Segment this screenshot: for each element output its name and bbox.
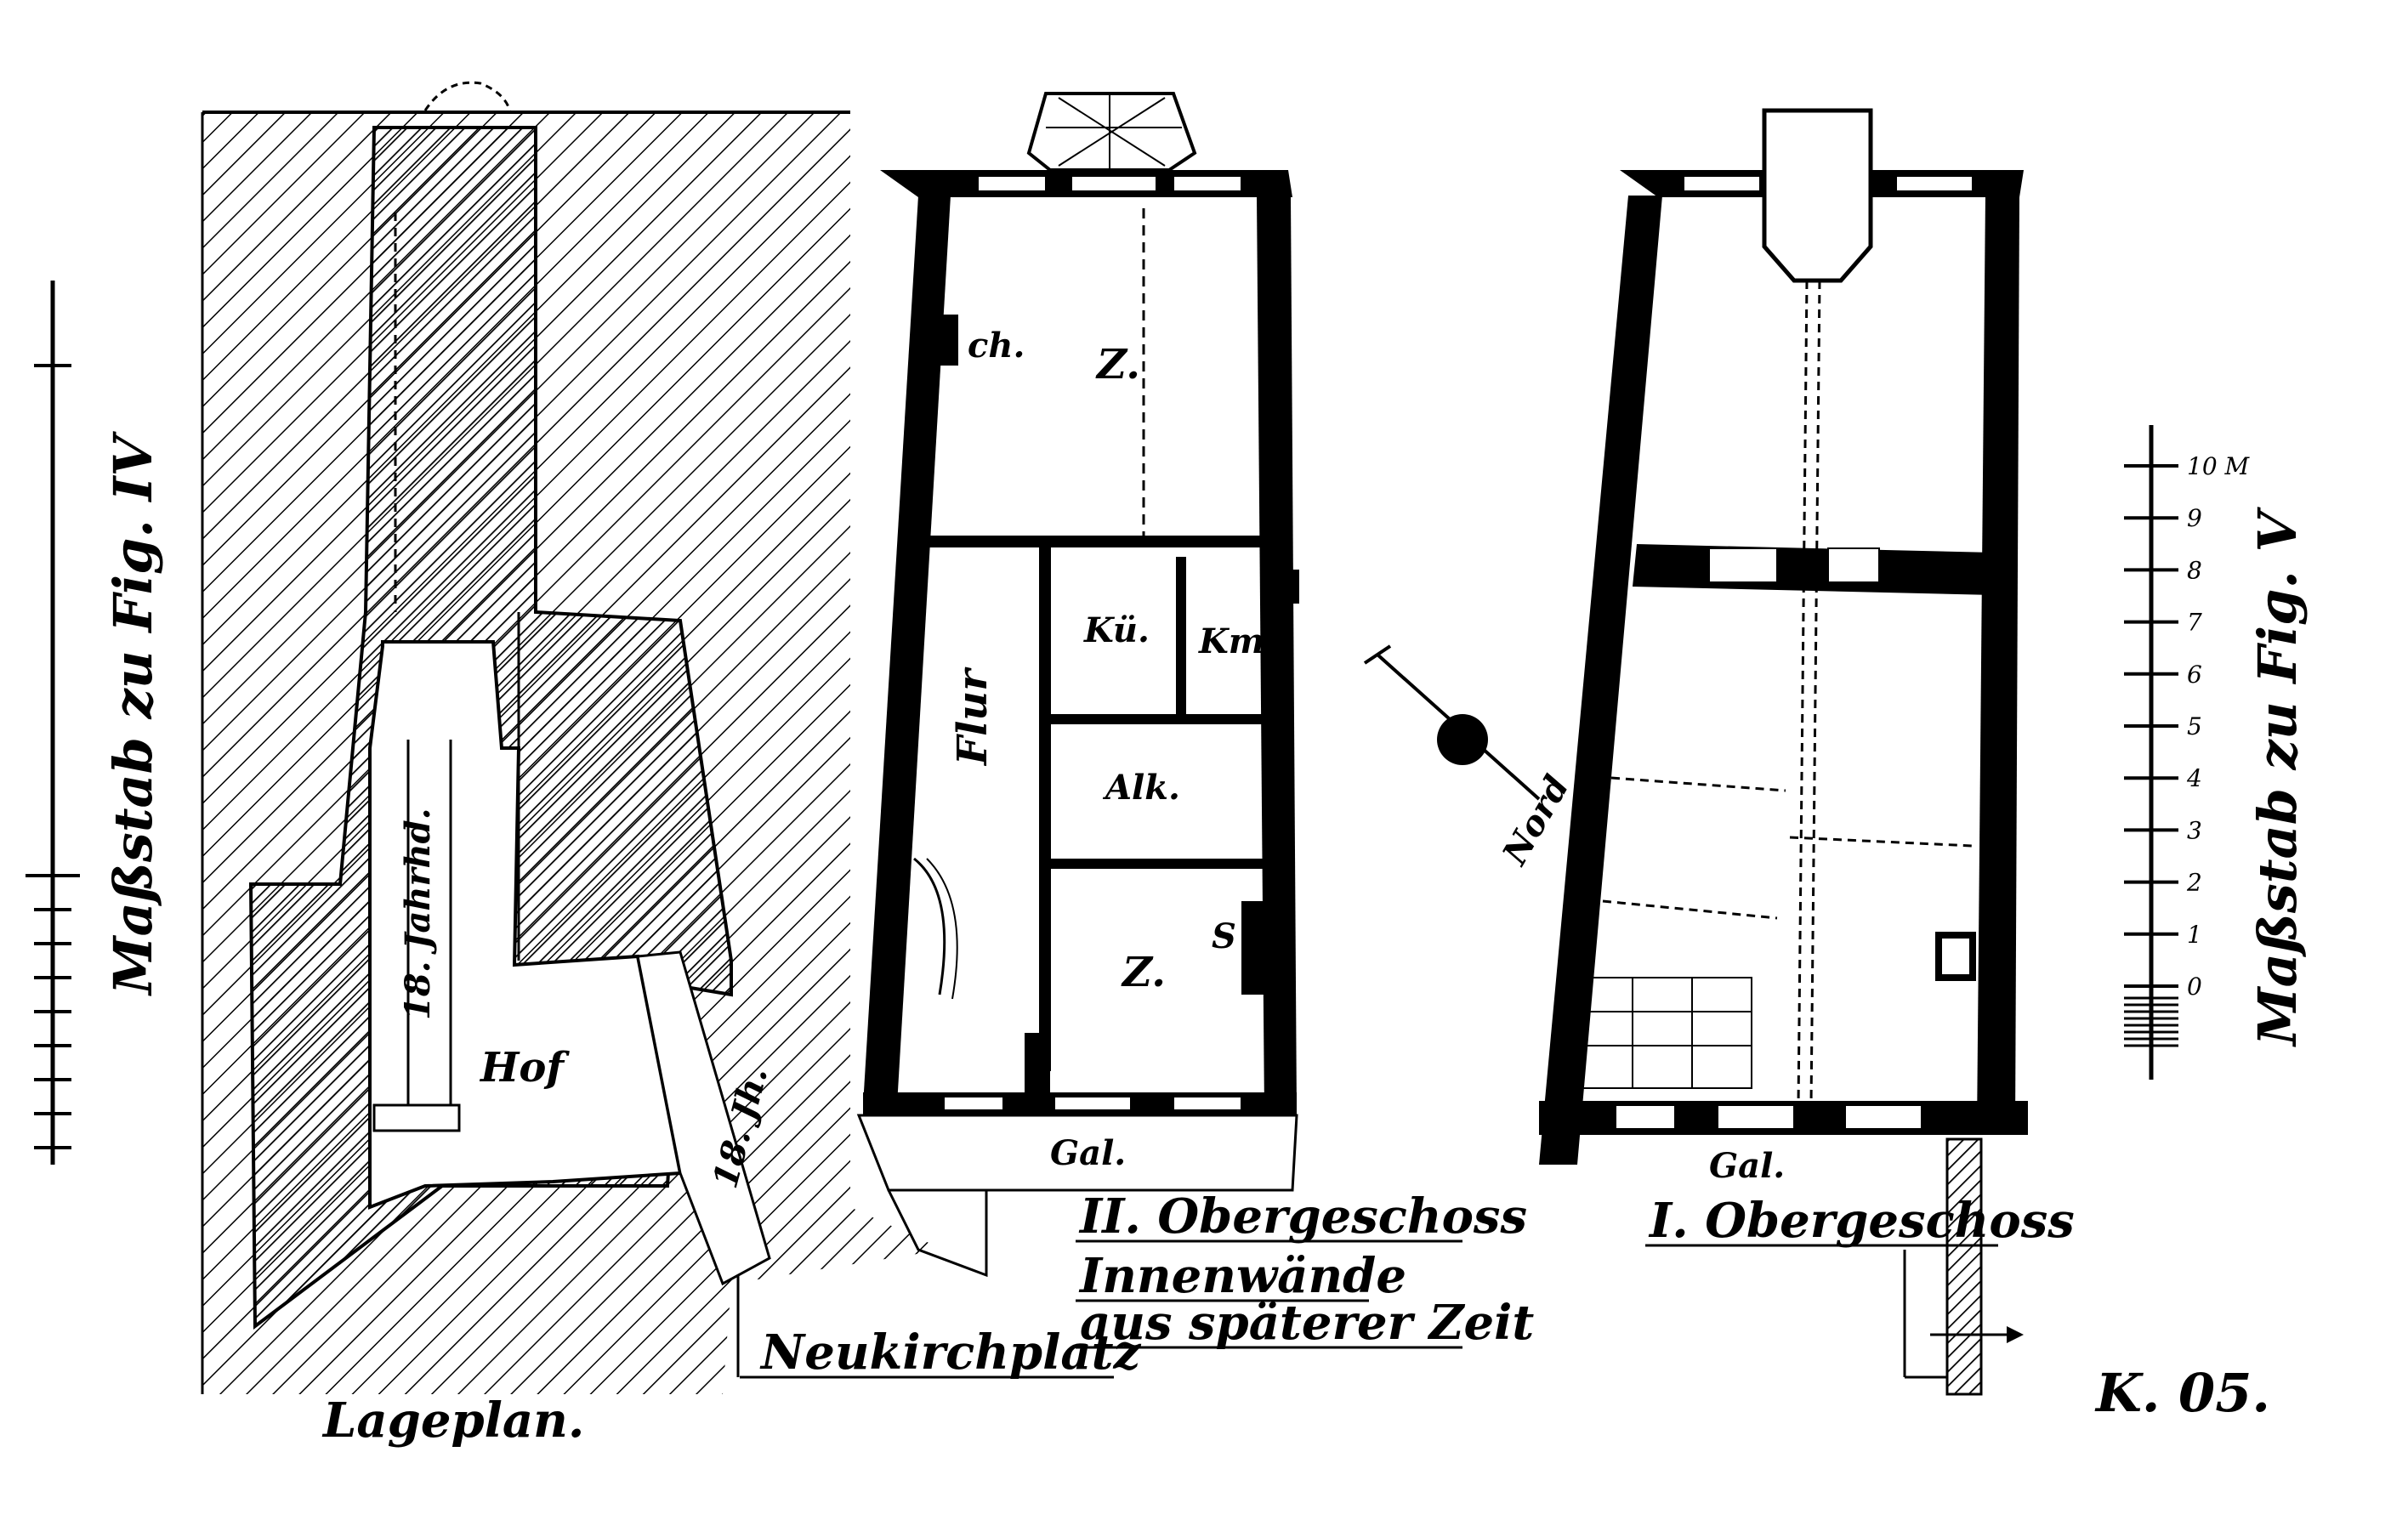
- west-wall-first: [1539, 196, 1662, 1165]
- plan-second-floor: Z. ch. Kü. Km Flur Alk. Z. S Gal. II. Ob…: [856, 92, 1534, 1351]
- scale-fig-v-ticks: 10 M 9 8 7 6 5 4 3 2 1 0: [2124, 452, 2251, 1047]
- scale-fig-iv: Maßstab zu Fig. IV: [26, 281, 164, 1165]
- east-wall-first: [1977, 196, 2019, 1131]
- scale-tick-label: 9: [2187, 504, 2202, 532]
- scale-tick-label: 0: [2187, 973, 2202, 1001]
- room-s-label: S: [1212, 916, 1236, 956]
- scale-tick-label: 10 M: [2187, 452, 2251, 480]
- second-floor-title-3: aus späterer Zeit: [1080, 1295, 1534, 1351]
- room-top-label: Z.: [1095, 341, 1140, 389]
- north-label: Nord: [1494, 769, 1577, 873]
- first-floor-title: I. Obergeschoss: [1648, 1193, 2075, 1249]
- signature: K. 05.: [2094, 1362, 2270, 1424]
- scale-tick-label: 7: [2187, 609, 2202, 637]
- plan-first-floor: Gal. I. Obergeschoss: [1539, 108, 2075, 1396]
- scale-tick-label: 2: [2186, 869, 2202, 897]
- court-label: Hof: [479, 1044, 570, 1092]
- scale-tick-label: 6: [2187, 661, 2202, 689]
- room-bottom-label: Z.: [1121, 949, 1166, 996]
- gallery-label-second: Gal.: [1050, 1133, 1126, 1173]
- room-alcove-label: Alk.: [1102, 768, 1180, 808]
- room-kitchen-label: Kü.: [1083, 610, 1150, 650]
- site-plan-title: Lageplan.: [321, 1392, 584, 1449]
- second-floor-title-1: II. Obergeschoss: [1078, 1188, 1527, 1245]
- wing-left-label: 18. Jahrhd.: [398, 808, 438, 1021]
- scale-tick-label: 4: [2186, 764, 2202, 792]
- room-hall-label: Flur: [949, 666, 997, 767]
- scale-tick-label: 1: [2187, 921, 2202, 949]
- room-ch-label: ch.: [968, 326, 1025, 366]
- scale-fig-iv-label: Maßstab zu Fig. IV: [102, 430, 164, 996]
- scale-tick-label: 3: [2187, 816, 2202, 844]
- north-arrow: Nord: [1363, 644, 1577, 873]
- west-wall: [863, 196, 951, 1105]
- room-km-label: Km: [1198, 621, 1264, 661]
- scale-tick-label: 8: [2187, 556, 2202, 584]
- second-floor-title-2: Innenwände: [1078, 1248, 1406, 1304]
- scale-fig-v-label: Maßstab zu Fig. V: [2246, 506, 2309, 1047]
- gallery-label-first: Gal.: [1709, 1146, 1785, 1186]
- site-plan: Hof 18. Jahrhd. 18. Jh. Lageplan. Neukir…: [201, 81, 1142, 1449]
- scale-fig-v: 10 M 9 8 7 6 5 4 3 2 1 0 Maßstab zu Fig. V: [2124, 425, 2309, 1080]
- scale-tick-label: 5: [2187, 712, 2202, 740]
- square-label: Neukirchplatz: [759, 1324, 1142, 1381]
- east-wall: [1257, 196, 1297, 1114]
